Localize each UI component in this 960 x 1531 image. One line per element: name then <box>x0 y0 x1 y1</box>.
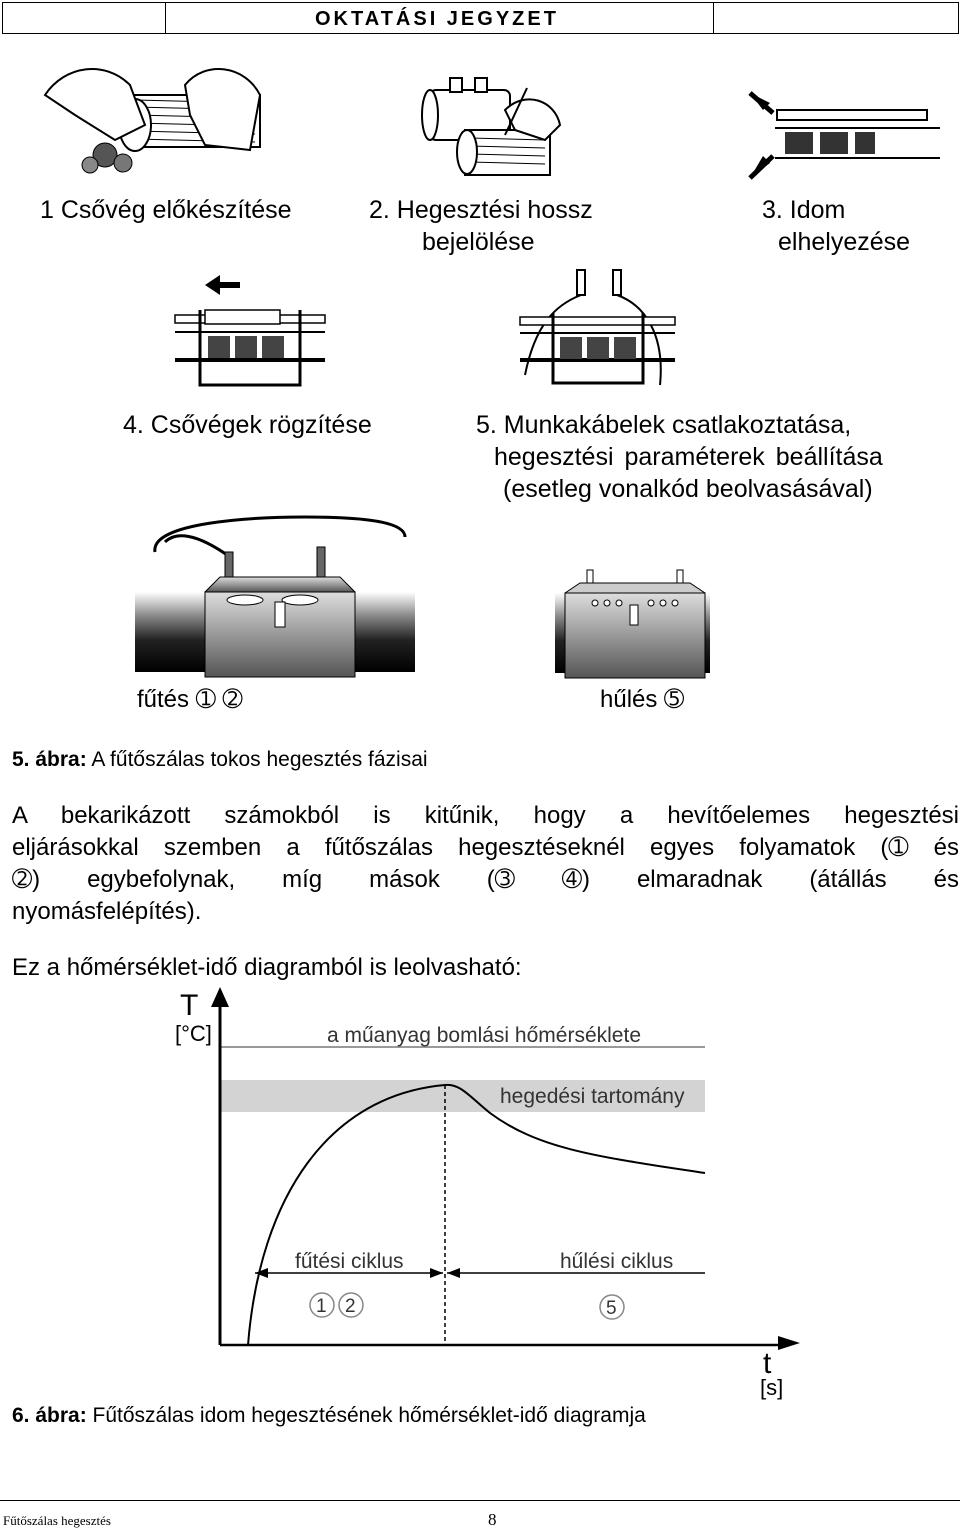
welding-range-label: hegedési tartomány <box>500 1085 685 1108</box>
header-divider <box>713 3 714 33</box>
step-5-caption-line2: hegesztési paraméterek beállítása <box>494 443 883 471</box>
illustration-marking-weld-length <box>421 77 562 176</box>
y-axis-unit: [°C] <box>175 1021 212 1046</box>
temperature-time-diagram: T [°C] a műanyag bomlási hőmérséklete he… <box>175 987 800 1400</box>
circle-5 <box>599 1294 625 1320</box>
figure-6-label: 6. ábra: <box>12 1404 87 1427</box>
step-2-caption-line2: bejelölése <box>422 228 535 256</box>
heating-cycle-label: fűtési ciklus <box>295 1250 404 1273</box>
paragraph-line-3: ➁) egybefolynak, míg mások (➂ ➃) elmarad… <box>12 866 959 893</box>
step-1-caption: 1 Csővég előkészítése <box>40 196 292 224</box>
illustration-pipe-end-preparation <box>43 68 262 174</box>
step-3-caption-line1: 3. Idom <box>762 196 846 224</box>
circle-1-label: 1 <box>316 1296 327 1317</box>
footer-title: Fűtőszálas hegesztés <box>3 1513 111 1528</box>
illustration-pipe-clamping <box>174 275 326 387</box>
x-axis-unit: [s] <box>760 1375 783 1400</box>
heating-label: fűtés ➀ ➁ <box>137 686 243 713</box>
step-5-caption-line1: 5. Munkakábelek csatlakoztatása, <box>476 411 852 439</box>
figure-5-label: 5. ábra: <box>12 748 87 771</box>
heating-cycle-arrowhead-right <box>430 1268 443 1278</box>
header-title: OKTATÁSI JEGYZET <box>315 8 559 30</box>
figure-5-caption: 5. ábra: A fűtőszálas tokos hegesztés fá… <box>12 748 428 772</box>
paragraph-line-4: nyomásfelépítés). <box>12 898 202 925</box>
y-axis-label: T <box>180 989 198 1022</box>
circle-2-label: 2 <box>345 1296 356 1317</box>
figure-6-text: Fűtőszálas idom hegesztésének hőmérsékle… <box>86 1404 646 1427</box>
page-number: 8 <box>488 1510 497 1529</box>
circle-5-label: 5 <box>606 1298 617 1319</box>
diagram-intro: Ez a hőmérséklet-idő diagramból is leolv… <box>12 954 522 981</box>
step-3-caption-line2: elhelyezése <box>778 228 911 256</box>
illustration-cooling-phase <box>555 569 710 679</box>
paragraph-line-1: A bekarikázott számokból is kitűnik, hog… <box>12 802 959 829</box>
body-paragraph: A bekarikázott számokból is kitűnik, hog… <box>12 800 959 928</box>
x-axis-label: t <box>763 1347 772 1380</box>
x-axis-arrow <box>778 1336 800 1350</box>
decomposition-label: a műanyag bomlási hőmérséklete <box>327 1024 641 1047</box>
figure-6-caption: 6. ábra: Fűtőszálas idom hegesztésének h… <box>12 1404 646 1428</box>
circle-1 <box>309 1292 335 1318</box>
paragraph-line-2: eljárásokkal szemben a fűtőszálas hegesz… <box>12 834 959 861</box>
figure-5-text: A fűtőszálas tokos hegesztés fázisai <box>86 748 428 771</box>
y-axis-arrow <box>211 987 229 1007</box>
header-divider <box>165 3 166 33</box>
step-5-caption-line3: (esetleg vonalkód beolvasásával) <box>503 475 873 503</box>
cooling-label: hűlés ➄ <box>600 686 685 713</box>
cooling-cycle-label: hűlési ciklus <box>560 1250 673 1273</box>
footer-rule <box>0 1500 960 1501</box>
welding-range-band <box>220 1080 705 1112</box>
temperature-curve <box>247 1083 706 1346</box>
illustration-heating-phase <box>135 515 415 678</box>
illustration-fitting-placement <box>748 91 940 180</box>
step-4-caption: 4. Csővégek rögzítése <box>123 411 372 439</box>
cooling-cycle-arrowhead-left <box>447 1268 460 1278</box>
circle-2 <box>338 1292 364 1318</box>
heating-cycle-arrowhead-left <box>255 1268 268 1278</box>
header-table: OKTATÁSI JEGYZET <box>2 2 959 34</box>
step-2-caption-line1: 2. Hegesztési hossz <box>369 196 593 224</box>
illustration-cable-connection <box>519 269 676 386</box>
